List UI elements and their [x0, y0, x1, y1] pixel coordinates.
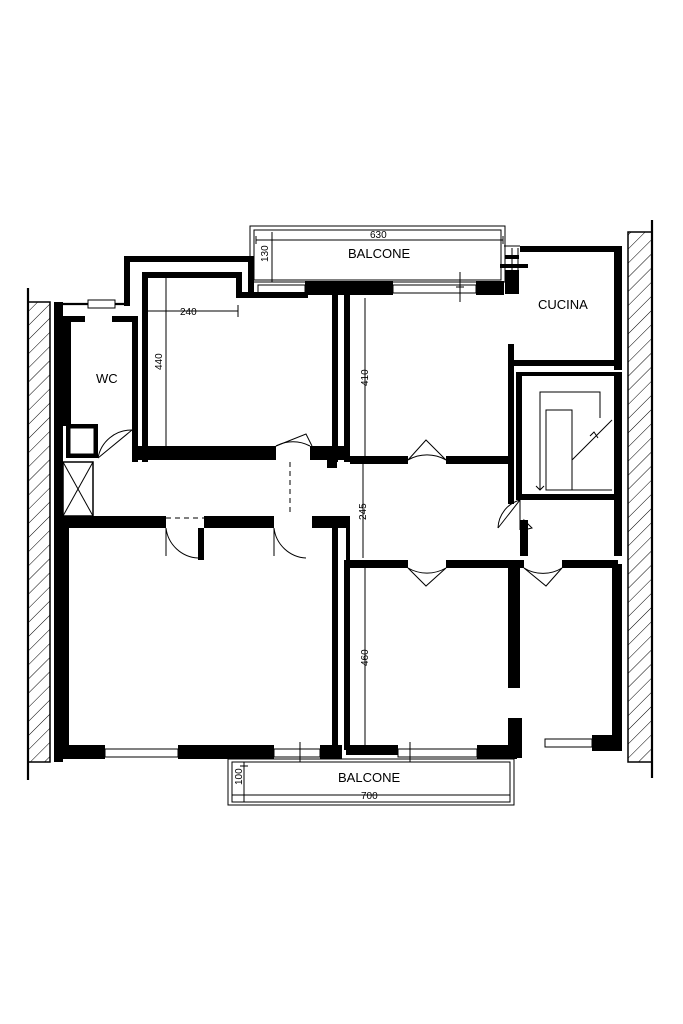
- interior-walls: [60, 246, 618, 758]
- label-balcony-bottom: BALCONE: [338, 770, 400, 785]
- party-wall-right: [627, 220, 654, 778]
- dim-balcony-top-width: 630: [370, 230, 387, 241]
- dim-balcony-bottom-depth: 100: [234, 768, 245, 785]
- balcony-bottom: [227, 758, 515, 806]
- dim-bedroom-height: 460: [360, 649, 371, 666]
- dimension-lines: [148, 232, 511, 802]
- label-kitchen: CUCINA: [538, 297, 588, 312]
- windows: [87, 272, 593, 762]
- dim-room-width: 240: [180, 307, 197, 318]
- party-wall-left: [26, 288, 51, 780]
- label-balcony-top: BALCONE: [348, 246, 410, 261]
- dim-balcony-bottom-width: 700: [361, 791, 378, 802]
- dim-room-height: 440: [154, 353, 165, 370]
- staircase: [535, 391, 613, 491]
- dim-living-height: 410: [360, 369, 371, 386]
- dim-hall-height: 245: [358, 503, 369, 520]
- dim-balcony-top-depth: 130: [260, 245, 271, 262]
- balcony-top: [249, 225, 528, 283]
- doors: [97, 429, 563, 762]
- shaft: [62, 461, 94, 517]
- label-wc: WC: [96, 371, 118, 386]
